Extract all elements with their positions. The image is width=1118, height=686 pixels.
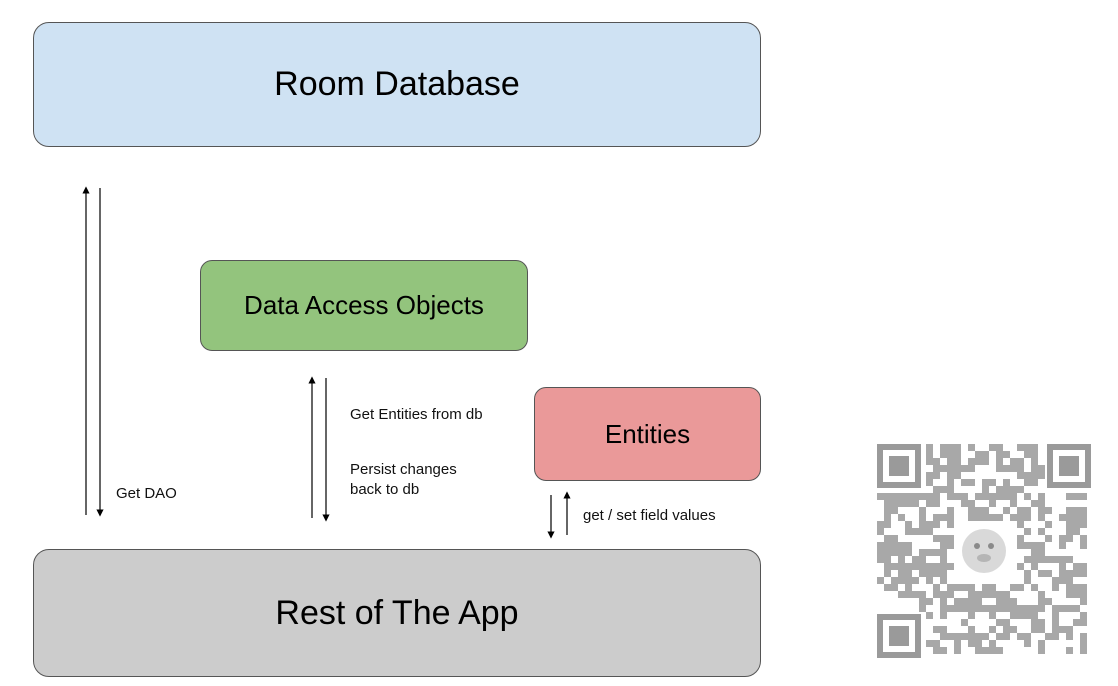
entities-label: Entities: [604, 418, 691, 449]
get-entities-label: Get Entities from db: [350, 406, 483, 423]
qr-code-icon[interactable]: [873, 440, 1095, 662]
room-database-node: Room Database: [33, 22, 761, 147]
room-database-label: Room Database: [274, 65, 520, 103]
rest-of-app-node: Rest of The App: [33, 549, 761, 677]
data-access-objects-node: Data Access Objects: [200, 260, 528, 351]
entities-node: Entities: [534, 387, 761, 481]
get-set-fields-label: get / set field values: [583, 507, 716, 524]
get-dao-label: Get DAO: [116, 485, 177, 502]
persist-changes-label: Persist changes back to db: [350, 461, 457, 498]
data-access-objects-label: Data Access Objects: [244, 290, 484, 320]
rest-of-app-label: Rest of The App: [275, 593, 519, 632]
